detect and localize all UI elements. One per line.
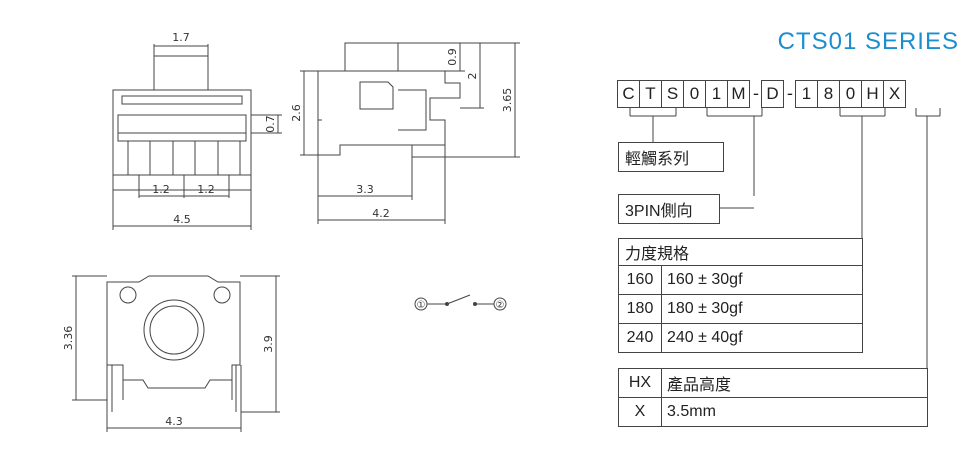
series-title: CTS01 SERIES (777, 28, 959, 55)
dim-1-7: 1.7 (172, 31, 190, 44)
dim-1-2-right: 1.2 (197, 183, 215, 196)
row-value: 3.5mm (661, 397, 928, 427)
dim-0-9: 0.9 (446, 48, 459, 66)
switch-symbol (414, 294, 507, 311)
code-cell: X (883, 80, 906, 108)
front-view (112, 44, 282, 230)
dim-3-3: 3.3 (356, 183, 374, 196)
dim-2-6: 2.6 (290, 104, 303, 122)
code-cell: 0 (683, 80, 706, 108)
terminal-2: ② (496, 300, 505, 311)
dim-4-2: 4.2 (372, 207, 390, 220)
row-value: 產品高度 (661, 368, 928, 398)
dim-1-2-left: 1.2 (152, 183, 170, 196)
code-cell: C (617, 80, 640, 108)
dim-2: 2 (466, 73, 479, 80)
code-cell: 8 (817, 80, 840, 108)
code-cell: 1 (705, 80, 728, 108)
code-cell: 0 (839, 80, 862, 108)
dim-3-9: 3.9 (262, 335, 275, 353)
row-code: X (618, 397, 662, 427)
code-cell: M (727, 80, 750, 108)
code-cell: T (639, 80, 662, 108)
pin-label: 3PIN側向 (618, 194, 720, 224)
series-name-label: 輕觸系列 (618, 142, 724, 172)
bottom-view (72, 275, 280, 432)
dim-0-7: 0.7 (264, 115, 277, 133)
side-view (300, 42, 520, 224)
code-cell: - (752, 84, 760, 104)
row-code: HX (618, 368, 662, 398)
row-code: 160 (618, 265, 662, 295)
dim-3-36: 3.36 (62, 326, 75, 351)
row-code: 180 (618, 294, 662, 324)
dim-4-5: 4.5 (173, 213, 191, 226)
dim-3-65: 3.65 (501, 88, 514, 113)
dim-4-3: 4.3 (165, 415, 183, 428)
row-code: 240 (618, 323, 662, 353)
terminal-1: ① (417, 300, 426, 311)
code-cell: - (786, 84, 794, 104)
code-cell: S (661, 80, 684, 108)
code-cell: 1 (795, 80, 818, 108)
row-value: 240 ± 40gf (661, 323, 863, 353)
code-connectors (629, 108, 941, 368)
row-value: 160 ± 30gf (661, 265, 863, 295)
code-cell: H (861, 80, 884, 108)
force-header: 力度規格 (618, 238, 863, 266)
code-cell: D (761, 80, 784, 108)
row-value: 180 ± 30gf (661, 294, 863, 324)
